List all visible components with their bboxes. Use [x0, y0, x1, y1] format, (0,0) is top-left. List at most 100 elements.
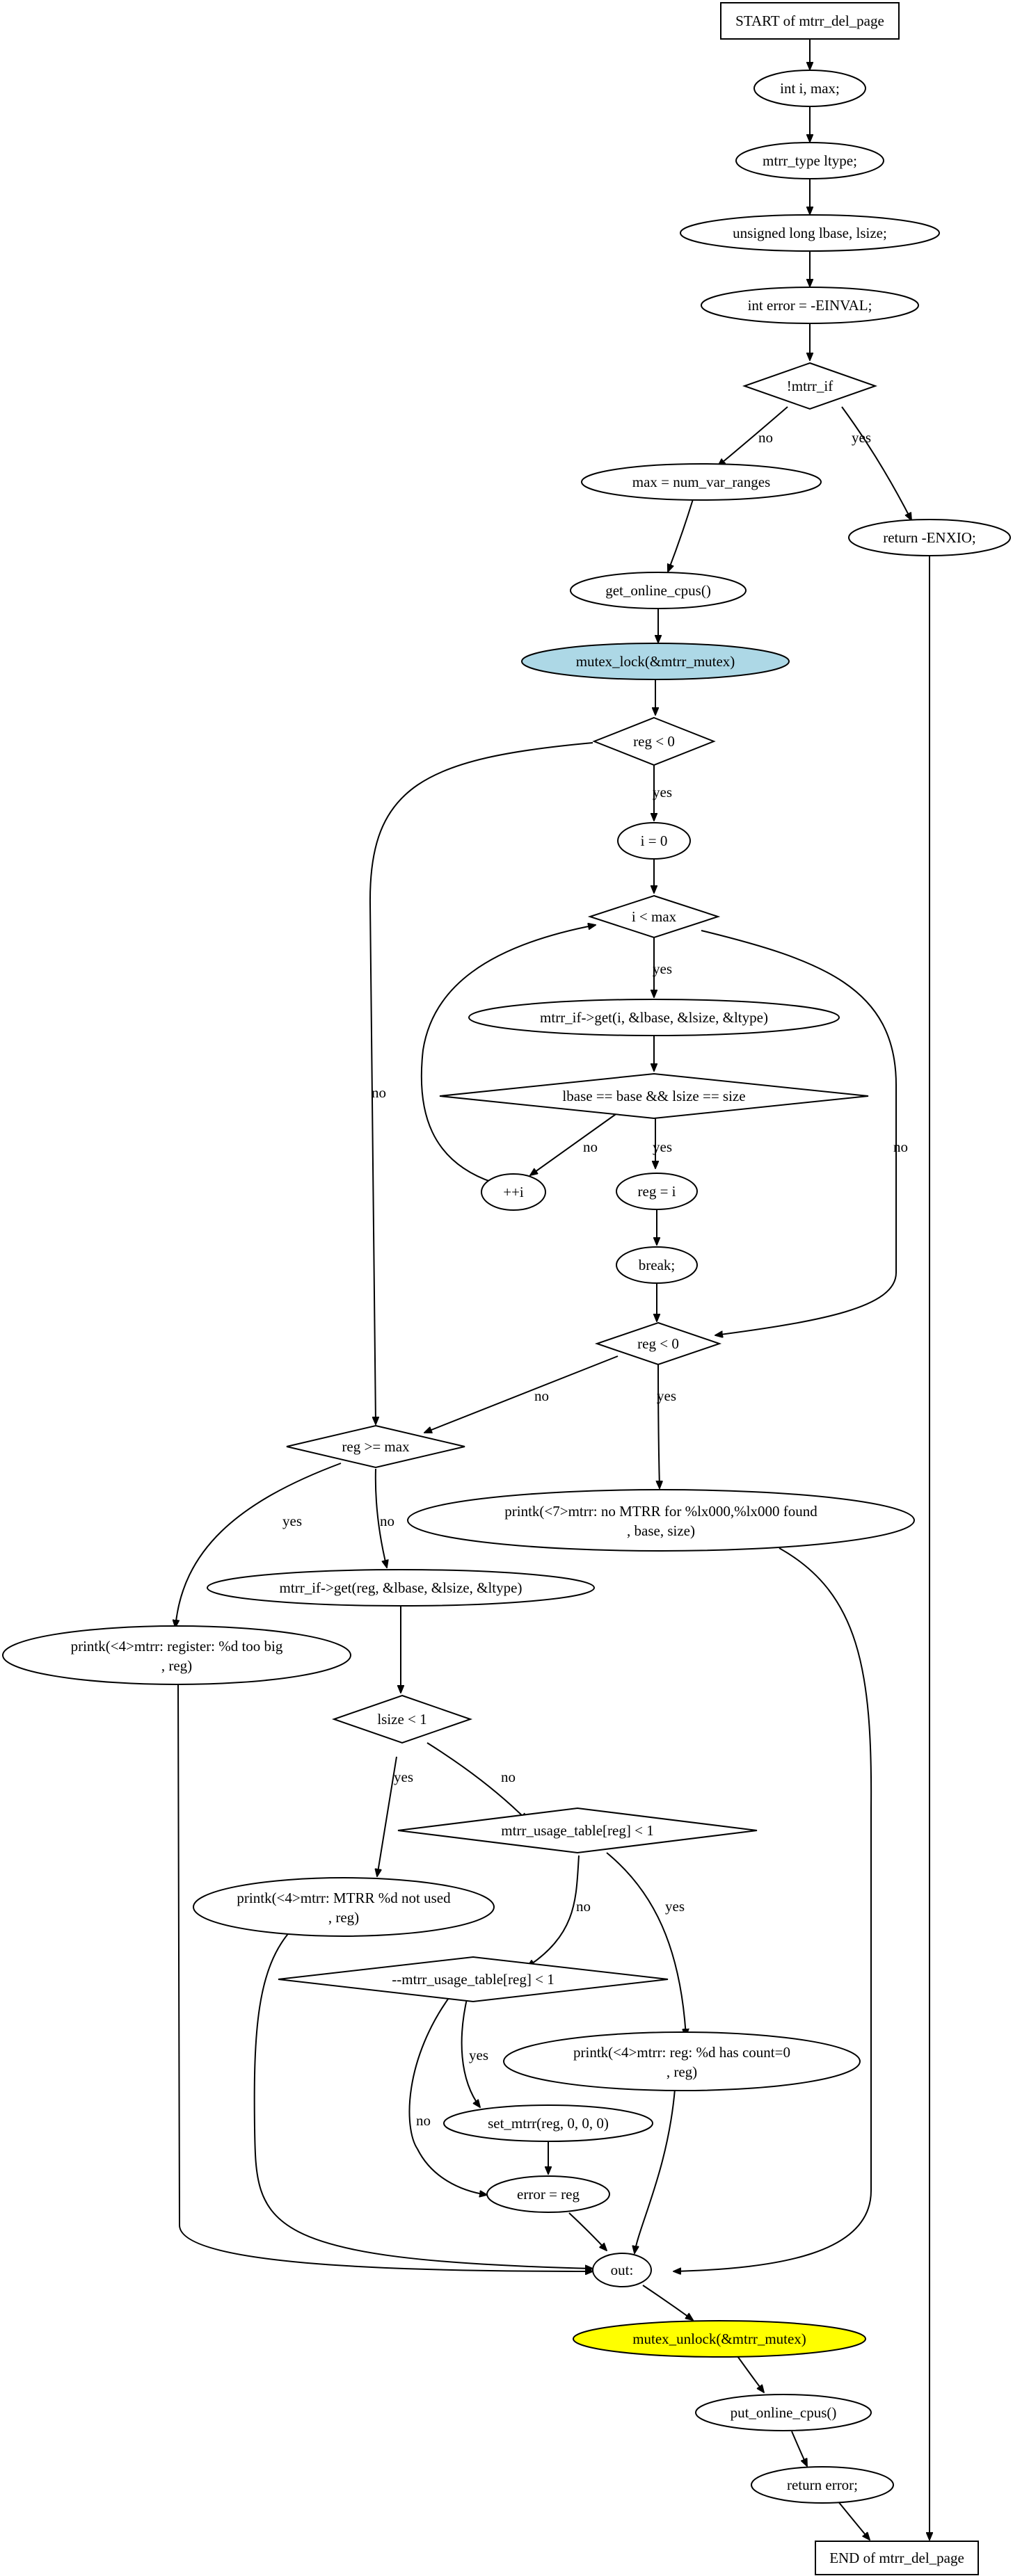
node-reg-eq-i-label: reg = i: [638, 1183, 676, 1200]
node-mutex-unlock-label: mutex_unlock(&mtrr_mutex): [632, 2331, 806, 2347]
edge-printk-too-big-to-out: [177, 1684, 593, 2271]
label-yes-lsize: yes: [394, 1769, 413, 1785]
node-i-zero-label: i = 0: [641, 832, 668, 849]
node-dec-i-lt-max-label: i < max: [632, 908, 677, 925]
node-dec-reg-lt0-b[interactable]: reg < 0: [594, 1321, 722, 1366]
node-error-reg-label: error = reg: [517, 2186, 580, 2203]
node-end-label: END of mtrr_del_page: [829, 2550, 964, 2566]
node-mtrr-get-reg[interactable]: mtrr_if->get(reg, &lbase, &lsize, &ltype…: [207, 1569, 595, 1607]
edge-dec-reg-lt0-b-yes: [658, 1364, 660, 1488]
node-printk-count0-line2: , reg): [667, 2063, 697, 2080]
node-printk-no-mtrr-line2: , base, size): [627, 1522, 695, 1539]
node-dec-mtrr-if-label: !mtrr_if: [787, 378, 833, 394]
label-yes-i-lt-max: yes: [653, 960, 672, 977]
label-no-i-lt-max: no: [893, 1138, 908, 1155]
node-mutex-lock[interactable]: mutex_lock(&mtrr_mutex): [521, 643, 790, 680]
node-printk-not-used-line2: , reg): [328, 1909, 359, 1926]
node-dec-lsize-lt1[interactable]: lsize < 1: [331, 1694, 473, 1744]
label-no-reg-ge-max: no: [380, 1513, 394, 1529]
node-dec-usage-lt1[interactable]: mtrr_usage_table[reg] < 1: [397, 1807, 758, 1854]
edge-dec-usage-yes: [606, 1852, 686, 2036]
node-dec-lsize-lt1-label: lsize < 1: [377, 1711, 426, 1728]
node-set-mtrr[interactable]: set_mtrr(reg, 0, 0, 0): [443, 2104, 653, 2142]
node-break[interactable]: break;: [616, 1246, 698, 1284]
label-no-lsize: no: [501, 1769, 516, 1785]
edge-out-to-mutex-unlock: [642, 2285, 693, 2320]
node-dec-reg-ge-max-label: reg >= max: [342, 1438, 410, 1455]
edge-dec-mtrr-if-no: [718, 406, 788, 466]
node-dec-dec-usage[interactable]: --mtrr_usage_table[reg] < 1: [278, 1956, 669, 2003]
label-yes-lbase-eq: yes: [653, 1138, 672, 1155]
node-break-label: break;: [639, 1257, 675, 1273]
node-return-enxio[interactable]: return -ENXIO;: [848, 519, 1011, 556]
node-mutex-lock-label: mutex_lock(&mtrr_mutex): [576, 653, 735, 670]
node-dec-mtrr-if[interactable]: !mtrr_if: [742, 362, 878, 410]
node-dec-reg-lt0-b-label: reg < 0: [637, 1335, 679, 1352]
edge-labels: no yes yes no yes no no yes no yes yes n…: [282, 429, 908, 2129]
node-dec-reg-lt0-a[interactable]: reg < 0: [592, 716, 716, 766]
edge-dec-i-lt-max-no: [701, 930, 897, 1335]
edge-inc-i-loop: [420, 925, 596, 1183]
edge-dec-mtrr-if-yes: [841, 406, 911, 520]
node-return-enxio-label: return -ENXIO;: [883, 529, 976, 546]
edge-printk-no-mtrr-to-out: [673, 1547, 872, 2271]
node-mutex-unlock[interactable]: mutex_unlock(&mtrr_mutex): [573, 2320, 866, 2358]
node-printk-count0[interactable]: printk(<4>mtrr: reg: %d has count=0 , re…: [503, 2031, 861, 2091]
node-error-reg[interactable]: error = reg: [486, 2175, 610, 2213]
edge-dec-dec-usage-yes: [461, 1995, 480, 2107]
node-decl-lbase-label: unsigned long lbase, lsize;: [733, 225, 887, 241]
node-out[interactable]: out:: [592, 2253, 652, 2287]
node-printk-no-mtrr[interactable]: printk(<7>mtrr: no MTRR for %lx000,%lx00…: [407, 1489, 915, 1552]
node-printk-not-used[interactable]: printk(<4>mtrr: MTRR %d not used , reg): [193, 1877, 495, 1937]
edge-printk-count0-to-out: [635, 2088, 676, 2253]
node-return-error[interactable]: return error;: [751, 2466, 894, 2504]
node-inc-i-label: ++i: [503, 1184, 524, 1200]
node-dec-reg-ge-max[interactable]: reg >= max: [286, 1424, 465, 1469]
edge-dec-lsize-no: [426, 1742, 527, 1821]
edge-dec-usage-no: [527, 1855, 580, 1967]
node-decl-error[interactable]: int error = -EINVAL;: [701, 287, 919, 324]
label-no-mtrr-if: no: [758, 429, 773, 446]
node-decl-i-max[interactable]: int i, max;: [753, 70, 866, 107]
label-yes-reg-ge-max: yes: [282, 1513, 302, 1529]
label-no-reg-lt0-b: no: [534, 1387, 549, 1404]
label-no-usage: no: [576, 1898, 591, 1915]
node-start[interactable]: START of mtrr_del_page: [720, 2, 900, 40]
node-set-mtrr-label: set_mtrr(reg, 0, 0, 0): [488, 2115, 609, 2132]
edge-dec-reg-lt0-a-no: [369, 742, 593, 1424]
node-printk-too-big[interactable]: printk(<4>mtrr: register: %d too big , r…: [2, 1625, 351, 1685]
node-dec-lbase-eq[interactable]: lbase == base && lsize == size: [439, 1072, 869, 1120]
label-yes-dec-usage: yes: [469, 2047, 488, 2063]
node-dec-dec-usage-label: --mtrr_usage_table[reg] < 1: [392, 1971, 554, 1988]
node-reg-eq-i[interactable]: reg = i: [616, 1173, 698, 1210]
node-decl-error-label: int error = -EINVAL;: [748, 297, 872, 314]
node-decl-lbase[interactable]: unsigned long lbase, lsize;: [680, 214, 940, 252]
node-printk-not-used-line1: printk(<4>mtrr: MTRR %d not used: [237, 1890, 451, 1906]
label-no-reg-lt0-a: no: [372, 1084, 386, 1101]
label-no-dec-usage: no: [416, 2112, 431, 2129]
node-dec-usage-lt1-label: mtrr_usage_table[reg] < 1: [501, 1822, 653, 1839]
node-dec-i-lt-max[interactable]: i < max: [587, 894, 721, 939]
node-end[interactable]: END of mtrr_del_page: [815, 2541, 979, 2575]
label-yes-usage: yes: [665, 1898, 685, 1915]
node-printk-no-mtrr-line1: printk(<7>mtrr: no MTRR for %lx000,%lx00…: [504, 1503, 817, 1520]
node-i-zero[interactable]: i = 0: [617, 822, 691, 860]
edge-dec-lbase-eq-no: [530, 1112, 619, 1175]
node-start-label: START of mtrr_del_page: [735, 13, 884, 29]
node-mtrr-get-reg-label: mtrr_if->get(reg, &lbase, &lsize, &ltype…: [280, 1579, 523, 1596]
label-yes-reg-lt0-a: yes: [653, 784, 672, 800]
node-decl-ltype[interactable]: mtrr_type ltype;: [735, 142, 884, 179]
node-max-assign[interactable]: max = num_var_ranges: [581, 463, 822, 501]
node-put-cpus[interactable]: put_online_cpus(): [695, 2394, 872, 2431]
label-yes-reg-lt0-b: yes: [657, 1387, 676, 1404]
edge-return-error-to-end: [837, 2500, 870, 2540]
node-inc-i[interactable]: ++i: [481, 1173, 546, 1211]
node-put-cpus-label: put_online_cpus(): [731, 2404, 837, 2421]
node-mtrr-get-i[interactable]: mtrr_if->get(i, &lbase, &lsize, &ltype): [468, 999, 840, 1036]
edge-max-assign-to-get-cpus: [668, 499, 694, 572]
node-get-cpus[interactable]: get_online_cpus(): [570, 572, 747, 609]
node-dec-reg-lt0-a-label: reg < 0: [633, 733, 675, 750]
node-printk-too-big-line2: , reg): [161, 1657, 192, 1674]
